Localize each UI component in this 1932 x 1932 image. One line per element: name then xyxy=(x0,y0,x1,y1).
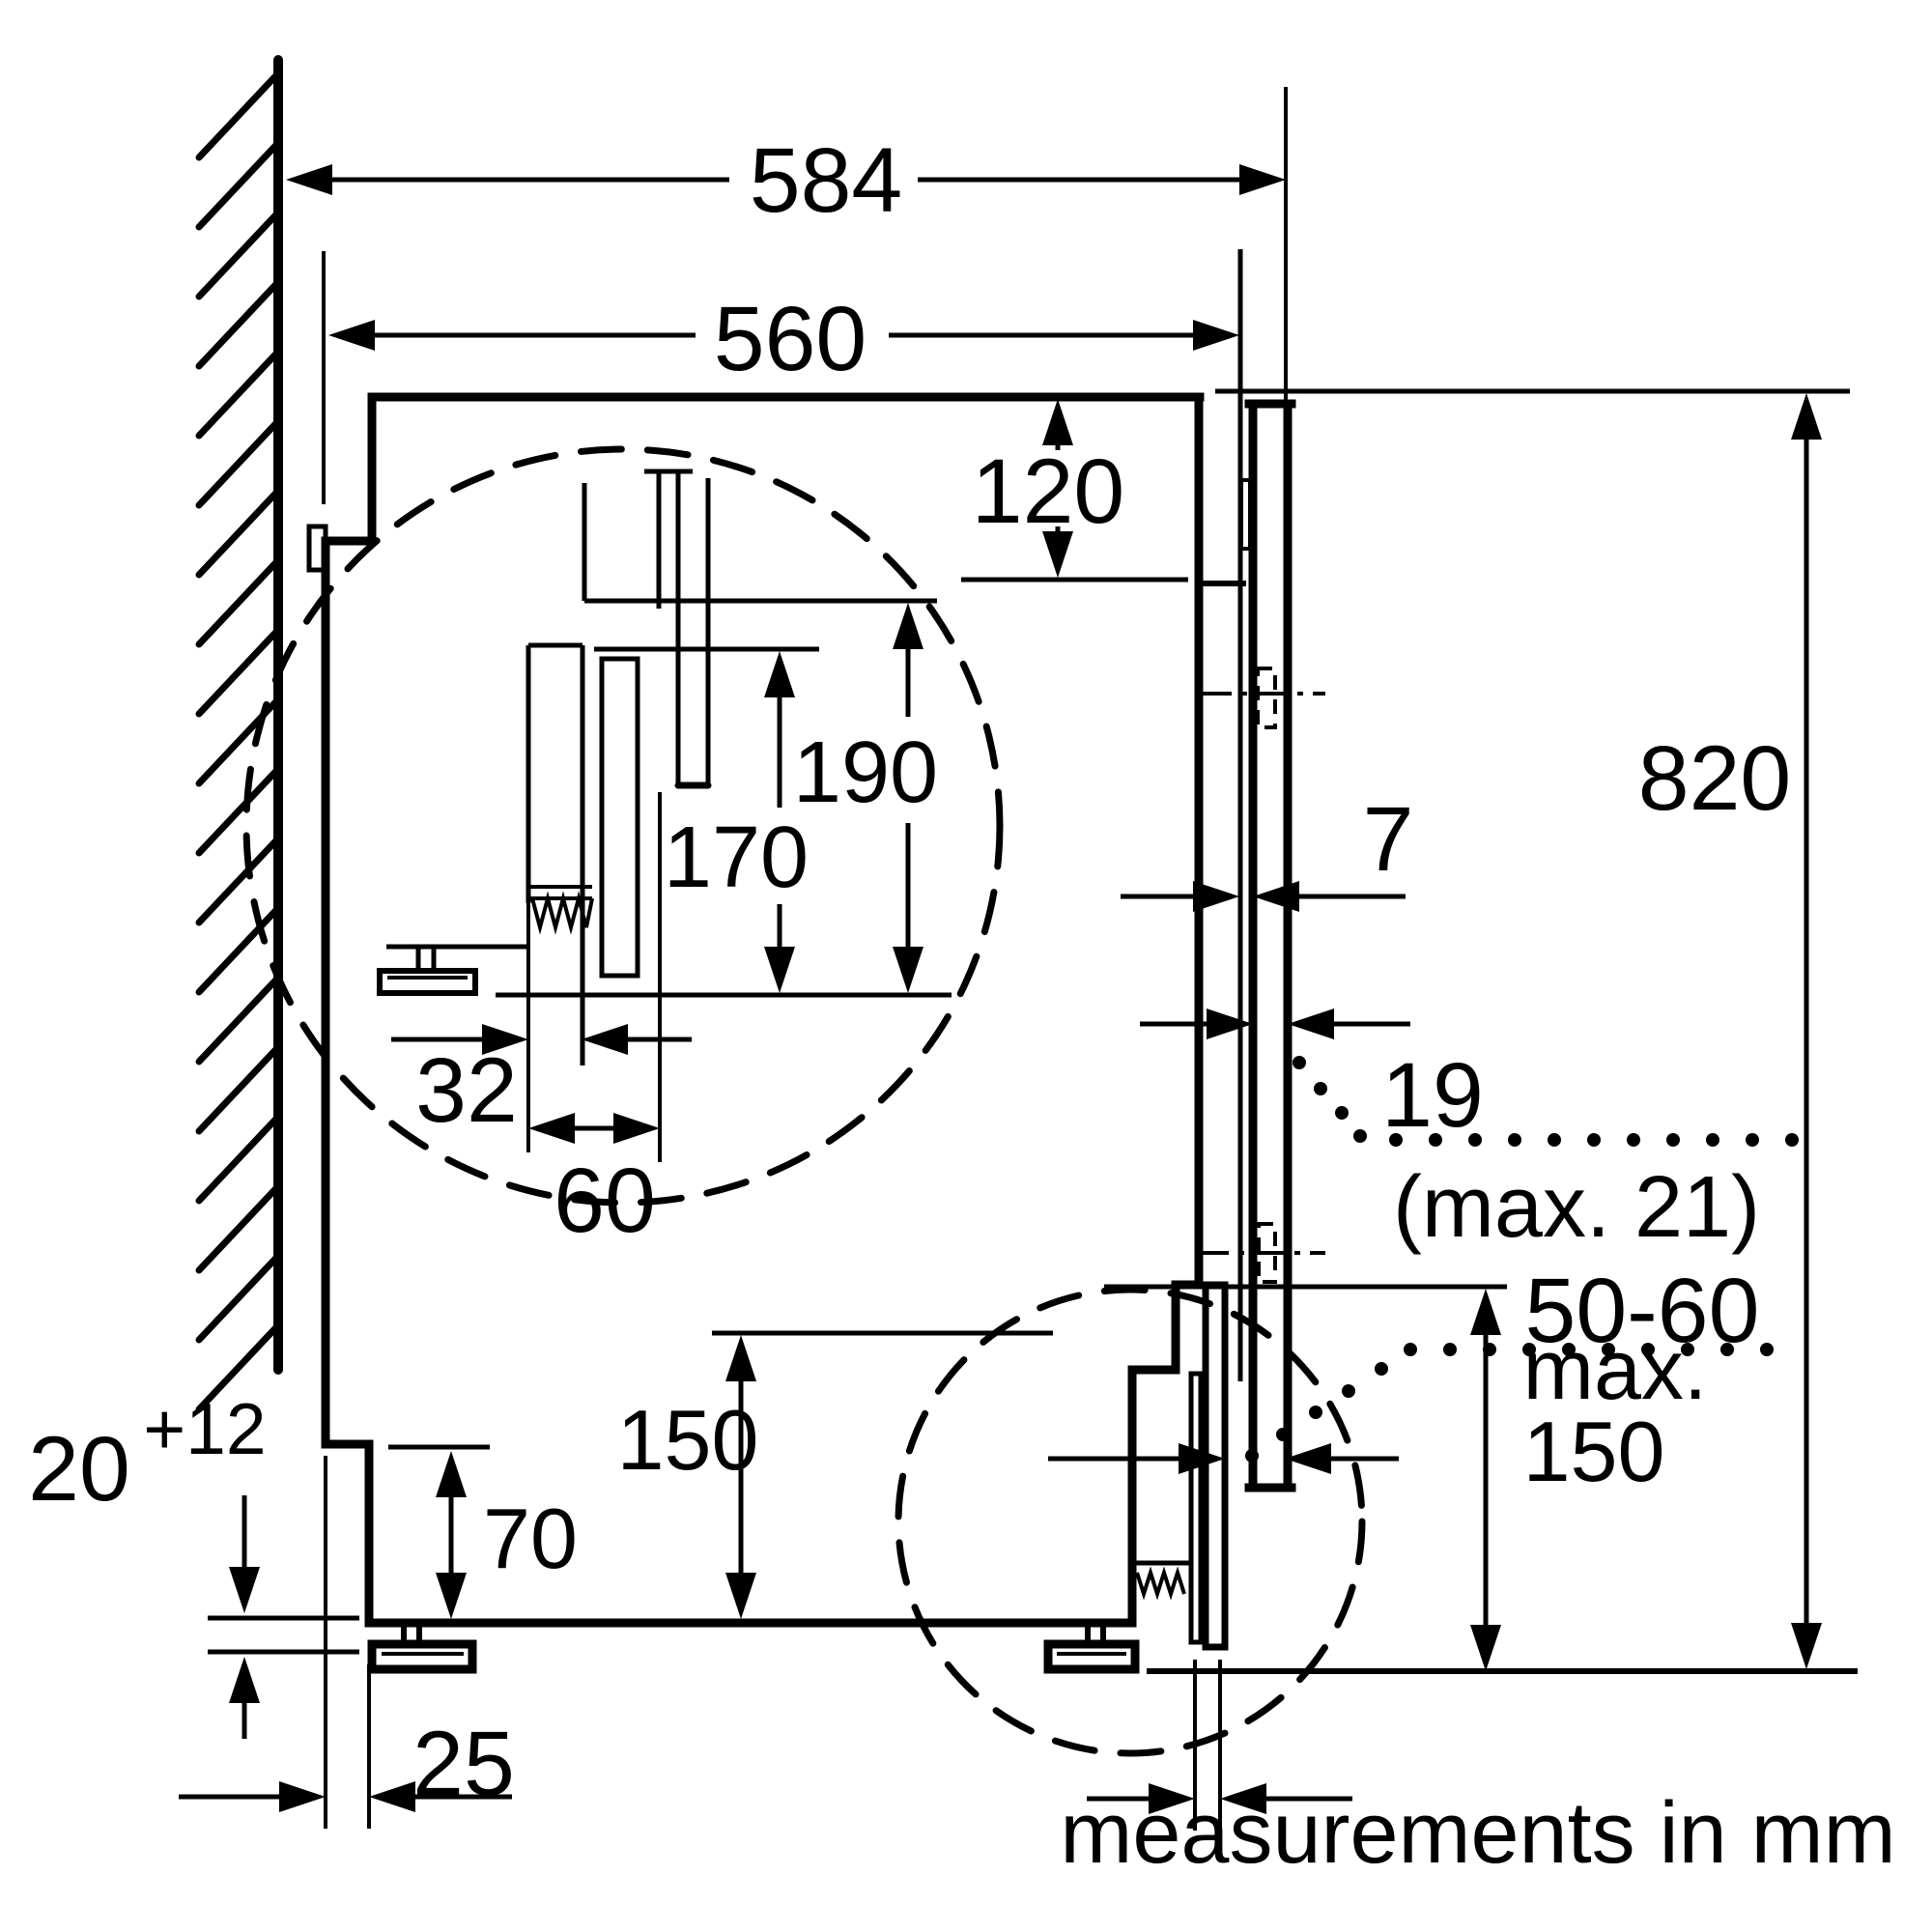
label-door-thickness-max: (max. 21) xyxy=(1393,1159,1760,1256)
dim-plinth-panel-thickness xyxy=(1087,1660,1352,1831)
dim-overall-height xyxy=(1791,393,1822,1669)
detail-foot xyxy=(377,968,478,996)
dim-rear-clearance-outer xyxy=(893,603,923,993)
adjustable-foot-right xyxy=(1043,1620,1140,1674)
label-plinth-recess: 50-60 xyxy=(1525,1260,1760,1362)
dim-overall-depth xyxy=(286,164,1286,195)
dim-hose-spacing xyxy=(528,1113,660,1144)
detail-circle-plinth xyxy=(895,1286,1366,1757)
detail-circle-rear-connections xyxy=(242,445,1004,1207)
label-plinth-clearance: 150 xyxy=(617,1392,759,1488)
rear-hanging-bracket xyxy=(306,524,328,573)
mounting-screw-top xyxy=(1201,667,1325,729)
label-door-gap: 7 xyxy=(1363,788,1414,891)
dim-niche-depth xyxy=(322,251,1239,504)
label-plinth-max-prefix: max. xyxy=(1523,1321,1708,1417)
label-plinth-max-height: 150 xyxy=(1523,1404,1665,1499)
dim-door-gap xyxy=(1121,881,1406,912)
label-floor-tolerance-base: 20 xyxy=(28,1418,130,1520)
label-rear-clearance-inner: 170 xyxy=(664,810,809,906)
dim-door-thickness xyxy=(1140,1009,1799,1147)
floor-lines xyxy=(208,1615,1858,1674)
units-note: measurements in mm xyxy=(1060,1785,1895,1882)
label-niche-depth: 560 xyxy=(714,288,867,390)
wall-section xyxy=(195,55,283,1413)
label-top-recess: 120 xyxy=(972,440,1125,543)
dim-top-recess xyxy=(961,399,1188,582)
label-rear-bottom-recess: 70 xyxy=(483,1491,578,1586)
dim-rear-bottom-offset xyxy=(179,1456,512,1829)
wall-hatching-icon xyxy=(195,71,280,1413)
mounting-screw-bottom xyxy=(1198,1222,1325,1284)
dim-hose-offset xyxy=(391,1024,692,1055)
drain-hose-teeth-icon xyxy=(530,891,594,935)
label-floor-tolerance-plus: +12 xyxy=(143,1388,266,1469)
standpipe xyxy=(599,656,640,979)
label-rear-bottom-offset: 25 xyxy=(412,1713,515,1815)
dim-floor-tolerance xyxy=(229,1495,260,1739)
label-rear-clearance-outer: 190 xyxy=(793,724,938,821)
leader-dots-door-thickness xyxy=(1293,1056,1799,1147)
label-overall-height: 820 xyxy=(1638,727,1792,830)
seal-strip-teeth-icon xyxy=(1135,1566,1186,1601)
label-hose-offset: 32 xyxy=(415,1039,518,1142)
dim-plinth-recess xyxy=(1048,1343,1774,1474)
dim-plinth-max-height xyxy=(1104,1284,1507,1671)
label-overall-depth: 584 xyxy=(750,129,903,232)
furniture-door-panel xyxy=(1244,87,1296,1492)
label-door-thickness: 19 xyxy=(1381,1044,1484,1147)
dim-rear-bottom-recess xyxy=(388,1444,490,1619)
leader-dots-plinth-recess xyxy=(1245,1343,1774,1463)
dim-rear-clearance-inner xyxy=(764,651,795,993)
dim-plinth-clearance xyxy=(712,1330,1053,1619)
label-hose-spacing: 60 xyxy=(554,1150,656,1252)
rear-connection-detail xyxy=(377,469,952,1162)
appliance-outline xyxy=(306,249,1252,1628)
adjustable-foot-left xyxy=(367,1620,477,1674)
